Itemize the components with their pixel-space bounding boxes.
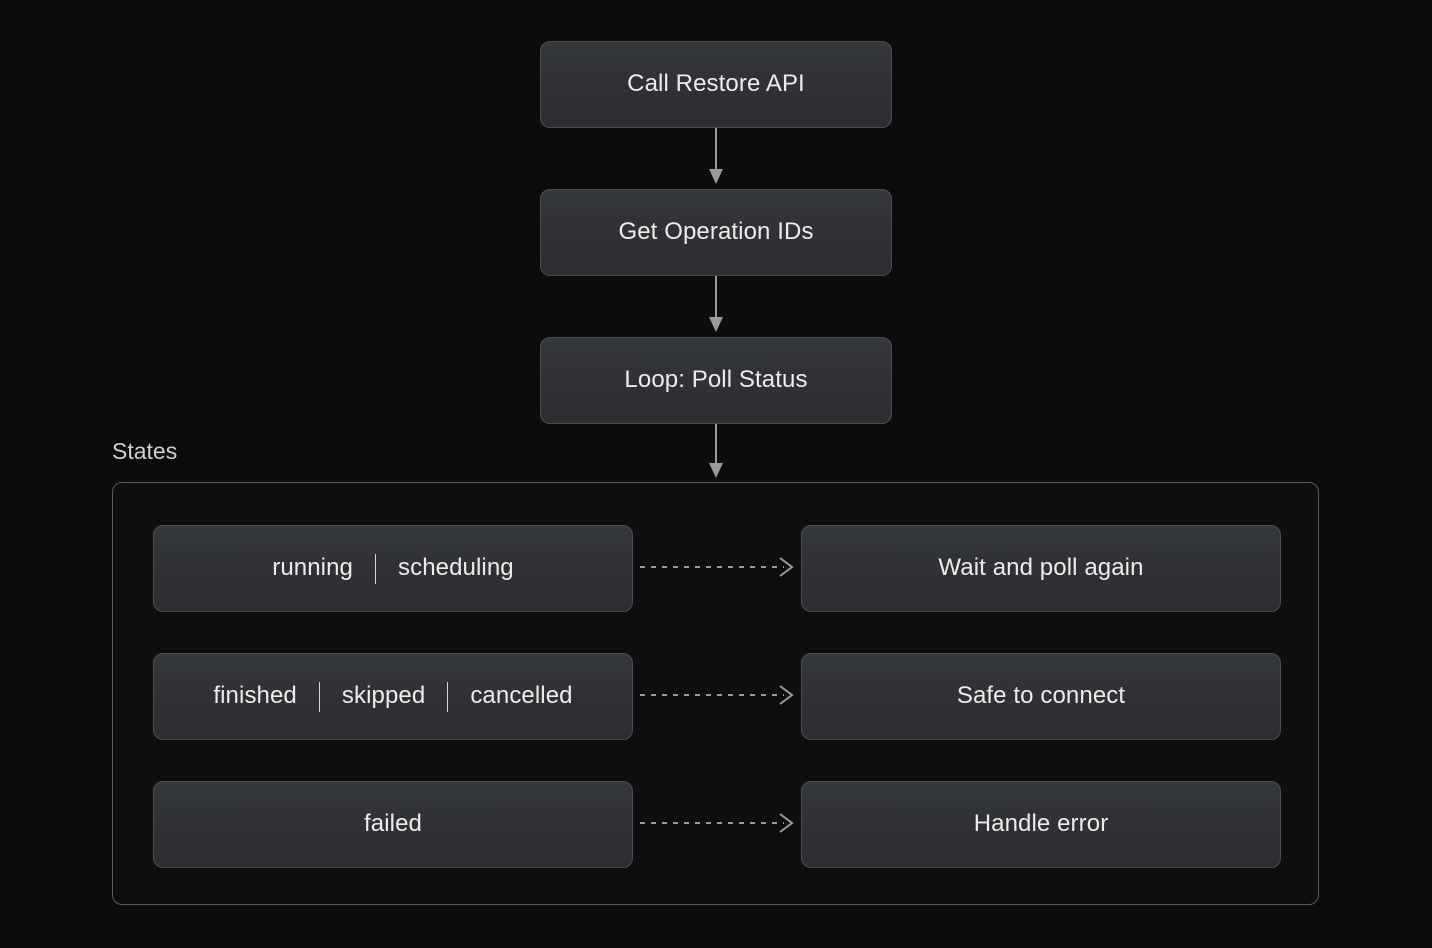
state-token-running: running xyxy=(272,554,353,582)
state-token-list: failed xyxy=(342,810,444,839)
node-loop-poll-status[interactable]: Loop: Poll Status xyxy=(540,337,892,424)
state-box-finished[interactable]: finished skipped cancelled xyxy=(153,653,633,740)
node-get-operation-ids[interactable]: Get Operation IDs xyxy=(540,189,892,276)
state-box-failed[interactable]: failed xyxy=(153,781,633,868)
edge-get-operation-ids-to-loop-poll-status xyxy=(709,276,723,332)
states-group: running scheduling Wait and poll again f… xyxy=(112,482,1319,905)
node-loop-poll-status-label: Loop: Poll Status xyxy=(624,366,808,394)
action-box-wait-and-poll-again-label: Wait and poll again xyxy=(938,554,1144,582)
state-token-list: running scheduling xyxy=(250,553,536,584)
state-separator-icon xyxy=(375,553,376,584)
edge-loop-poll-status-to-states-group xyxy=(709,424,723,478)
action-box-handle-error-label: Handle error xyxy=(973,810,1109,838)
state-separator-icon xyxy=(318,681,320,712)
state-token-list: finished skipped cancelled xyxy=(191,681,594,712)
node-get-operation-ids-label: Get Operation IDs xyxy=(618,218,814,246)
state-token-finished: finished xyxy=(213,682,297,710)
action-box-handle-error[interactable]: Handle error xyxy=(801,781,1281,868)
action-box-safe-to-connect[interactable]: Safe to connect xyxy=(801,653,1281,740)
action-box-wait-and-poll-again[interactable]: Wait and poll again xyxy=(801,525,1281,612)
state-box-running[interactable]: running scheduling xyxy=(153,525,633,612)
state-token-scheduling: scheduling xyxy=(398,554,514,582)
states-group-title: States xyxy=(112,438,178,464)
edge-call-restore-api-to-get-operation-ids xyxy=(709,128,723,184)
state-token-failed: failed xyxy=(364,810,422,838)
state-token-cancelled: cancelled xyxy=(470,682,573,710)
state-token-skipped: skipped xyxy=(341,682,426,710)
state-separator-icon xyxy=(447,681,449,712)
action-box-safe-to-connect-label: Safe to connect xyxy=(956,682,1126,710)
node-call-restore-api[interactable]: Call Restore API xyxy=(540,41,892,128)
node-call-restore-api-label: Call Restore API xyxy=(627,70,805,98)
